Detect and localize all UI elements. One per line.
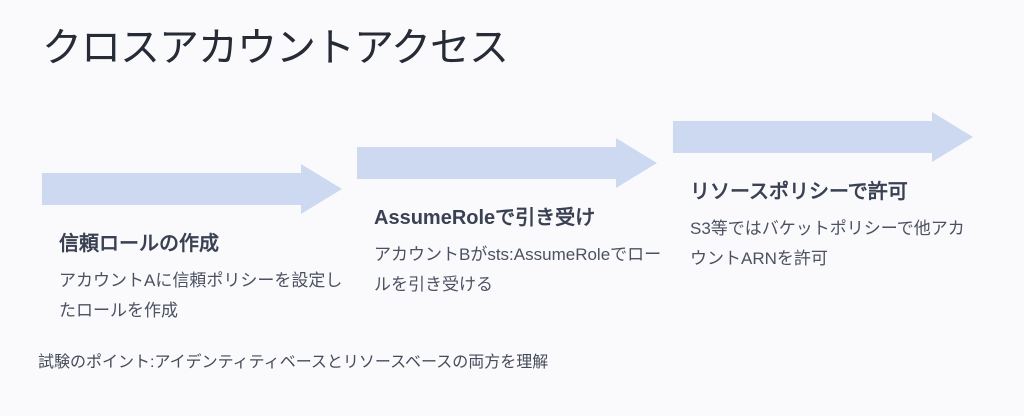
step-heading: リソースポリシーで許可 — [690, 181, 908, 203]
exam-point-note: 試験のポイント:アイデンティティベースとリソースベースの両方を理解 — [38, 354, 549, 371]
step-description: アカウントBがsts:AssumeRoleでロールを引き受ける — [374, 245, 662, 294]
step-description: S3等ではバケットポリシーで他アカウントARNを許可 — [690, 219, 965, 268]
flow-step-3: リソースポリシーで許可 S3等ではバケットポリシーで他アカウントARNを許可 — [673, 112, 975, 274]
flow-step-2: AssumeRoleで引き受け アカウントBがsts:AssumeRoleでロー… — [357, 138, 661, 300]
flow-arrow-right-icon — [357, 138, 657, 188]
step-description: アカウントAに信頼ポリシーを設定したロールを作成 — [59, 271, 343, 320]
flow-arrow-right-icon — [42, 164, 342, 214]
flow-step-1: 信頼ロールの作成 アカウントAに信頼ポリシーを設定したロールを作成 — [42, 164, 344, 326]
flow-arrow-right-icon — [673, 112, 973, 162]
step-heading: 信頼ロールの作成 — [59, 233, 219, 255]
step-heading: AssumeRoleで引き受け — [374, 207, 596, 229]
slide-title: クロスアカウントアクセス — [42, 26, 509, 70]
